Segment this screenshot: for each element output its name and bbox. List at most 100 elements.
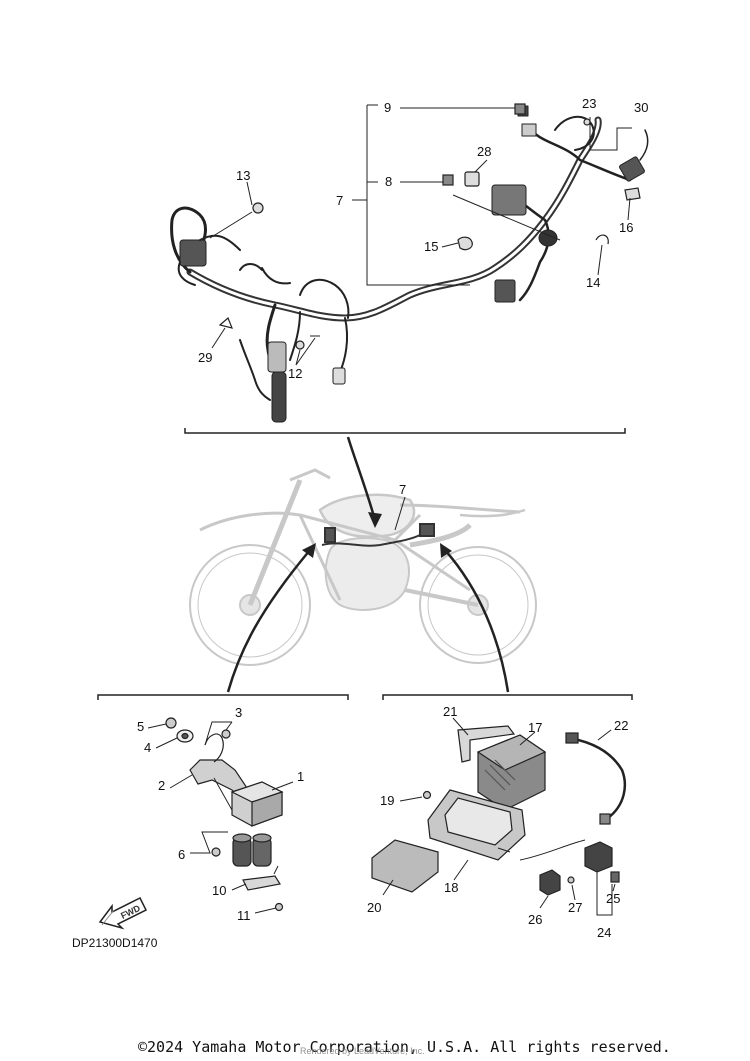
part-29-clip [218, 316, 233, 329]
part-14-band [595, 234, 609, 245]
wire-harness-trunk-inner [188, 118, 600, 320]
callout-26: 26 [528, 912, 542, 927]
callout-8: 8 [385, 174, 392, 189]
fwd-arrow-icon: FWD [98, 896, 148, 930]
callout-15: 15 [424, 239, 438, 254]
callout-21: 21 [443, 704, 457, 719]
callout-22: 22 [614, 718, 628, 733]
callout-4: 4 [144, 740, 151, 755]
part-10-bracket [242, 875, 281, 891]
harness-right-connector [494, 279, 516, 303]
callout-24: 24 [597, 925, 611, 940]
part-23-bolt [583, 118, 591, 126]
section-arrows [226, 436, 510, 693]
engine-block [324, 537, 410, 611]
part-22-connector [565, 732, 579, 744]
callout-28: 28 [477, 144, 491, 159]
rear-fender [459, 508, 526, 518]
harness-grommet [538, 229, 558, 247]
callout-14: 14 [586, 275, 600, 290]
part-24-relay [584, 841, 613, 873]
part-15-clamp [457, 236, 473, 251]
part-5-nut [165, 717, 177, 729]
front-wheel [189, 544, 311, 666]
callout-7-top: 7 [336, 193, 343, 208]
diagram-reference-code: DP21300D1470 [72, 936, 158, 950]
wire-harness-group [170, 105, 649, 423]
callout-10: 10 [212, 883, 226, 898]
harness-ecu-connector [491, 184, 527, 216]
rear-wheel [419, 546, 537, 664]
callout-19: 19 [380, 793, 394, 808]
frame [298, 513, 471, 601]
rendered-by-watermark: Rendered by LeadVenture, Inc. [300, 1046, 425, 1056]
callout-17: 17 [528, 720, 542, 735]
callout-5: 5 [137, 719, 144, 734]
coil-cap [267, 341, 287, 373]
handlebar [289, 468, 331, 482]
part-21-bracket [457, 725, 516, 763]
small-parts-top [218, 103, 641, 350]
harness-left-loop [170, 206, 207, 274]
part-28-connector [464, 171, 480, 187]
callout-7-middle: 7 [399, 482, 406, 497]
harness-left-connector [179, 239, 207, 267]
part-8-connector [442, 174, 454, 186]
callout-3: 3 [235, 705, 242, 720]
callout-27: 27 [568, 900, 582, 915]
part-12-bolt [295, 340, 305, 350]
part-11-screw [274, 902, 284, 912]
part-25-fuse [610, 871, 620, 883]
harness-loop-right [554, 115, 595, 151]
harness-coupler-30 [619, 156, 645, 182]
harness-top-plug-2 [521, 123, 537, 137]
wire-harness-trunk [186, 116, 602, 322]
callout-2: 2 [158, 778, 165, 793]
bottom-right-bracket [382, 694, 633, 700]
part-26-holder [539, 869, 561, 896]
part-3-bolt [221, 729, 231, 739]
part-9-connector [514, 103, 526, 115]
part-22-sensor [569, 736, 626, 819]
bike-harness-highlight [321, 523, 435, 547]
callout-9: 9 [384, 100, 391, 115]
part-20-pad [371, 839, 439, 893]
harness-mid-branch [299, 278, 350, 373]
callout-30: 30 [634, 100, 648, 115]
part-18-tray-inner [444, 797, 513, 846]
callout-16: 16 [619, 220, 633, 235]
harness-mid-plug [332, 367, 346, 385]
seat [399, 503, 521, 514]
motorcycle-silhouette [189, 468, 537, 666]
part-16-clip [624, 187, 641, 201]
callout-25: 25 [606, 891, 620, 906]
callout-23: 23 [582, 96, 596, 111]
bottom-right-leaders [382, 717, 616, 916]
top-section-bracket [184, 428, 626, 434]
harness-upper-left [239, 263, 291, 285]
harness-down-branch-2 [239, 311, 301, 401]
bottom-left-parts [165, 717, 284, 912]
bottom-right-parts [371, 725, 626, 896]
callout-13: 13 [236, 168, 250, 183]
coil-body [271, 371, 287, 423]
part-22-end [599, 813, 611, 825]
bottom-left-bracket [97, 694, 349, 700]
callout-12: 12 [288, 366, 302, 381]
harness-left-wire [177, 234, 241, 286]
harness-top-branch [526, 123, 632, 182]
callout-29: 29 [198, 350, 212, 365]
arrow-heads [302, 512, 452, 558]
front-fork [247, 479, 303, 606]
part-13-clamp [252, 202, 264, 214]
callout-11: 11 [237, 908, 251, 923]
callout-1: 1 [297, 769, 304, 784]
swingarm [404, 588, 479, 607]
middle-leader-7 [394, 496, 406, 531]
callout-20: 20 [367, 900, 381, 915]
bottom-left-leaders [147, 721, 294, 914]
copyright-notice: ©2024 Yamaha Motor Corporation, U.S.A. A… [138, 1038, 671, 1056]
part-6-bolt [211, 847, 221, 857]
front-fender [199, 511, 301, 532]
